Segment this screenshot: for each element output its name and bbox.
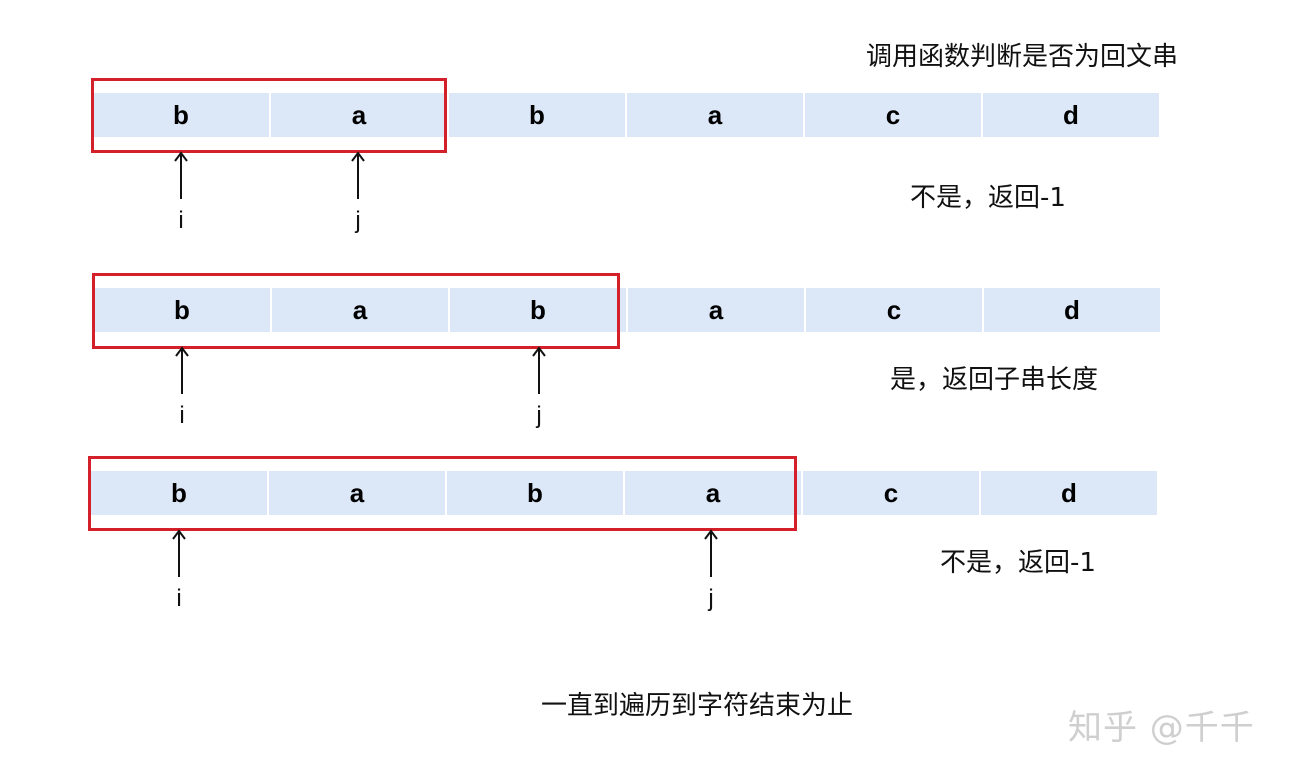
watermark: 知乎 @千千: [1068, 708, 1255, 748]
char-cell: a: [627, 93, 803, 137]
char-cell: b: [91, 471, 267, 515]
char-cell: a: [272, 288, 448, 332]
char-cell: a: [628, 288, 804, 332]
char-cell: b: [449, 93, 625, 137]
char-cell: a: [269, 471, 445, 515]
pointer-label: i: [179, 402, 185, 429]
header-note: 调用函数判断是否为回文串: [866, 42, 1179, 72]
pointer-i: i: [169, 529, 189, 613]
footer-note: 一直到遍历到字符结束为止: [541, 691, 854, 721]
result-note-3: 不是，返回-1: [940, 548, 1096, 578]
pointer-i: i: [171, 151, 191, 235]
pointer-label: i: [176, 585, 182, 612]
up-arrow-icon: [174, 151, 188, 199]
pointer-label: j: [355, 207, 361, 234]
string-row-3: b a b a c d: [91, 471, 1159, 515]
up-arrow-icon: [351, 151, 365, 199]
char-cell: b: [450, 288, 626, 332]
char-cell: d: [981, 471, 1157, 515]
pointer-j: j: [348, 151, 368, 235]
result-note-1: 不是，返回-1: [910, 183, 1066, 213]
up-arrow-icon: [704, 529, 718, 577]
pointer-i: i: [172, 346, 192, 430]
char-cell: d: [983, 93, 1159, 137]
pointer-label: j: [536, 402, 542, 429]
char-cell: a: [625, 471, 801, 515]
char-cell: c: [805, 93, 981, 137]
char-cell: c: [803, 471, 979, 515]
substring-highlight-box: [91, 78, 447, 153]
up-arrow-icon: [175, 346, 189, 394]
char-cell: c: [806, 288, 982, 332]
up-arrow-icon: [172, 529, 186, 577]
pointer-j: j: [701, 529, 721, 613]
up-arrow-icon: [532, 346, 546, 394]
substring-highlight-box: [88, 456, 797, 531]
char-cell: b: [93, 93, 269, 137]
pointer-label: j: [708, 585, 714, 612]
char-cell: a: [271, 93, 447, 137]
pointer-j: j: [529, 346, 549, 430]
string-row-1: b a b a c d: [93, 93, 1161, 137]
char-cell: d: [984, 288, 1160, 332]
result-note-2: 是，返回子串长度: [890, 365, 1099, 395]
substring-highlight-box: [92, 273, 620, 349]
pointer-label: i: [178, 207, 184, 234]
char-cell: b: [447, 471, 623, 515]
char-cell: b: [94, 288, 270, 332]
string-row-2: b a b a c d: [94, 288, 1162, 332]
